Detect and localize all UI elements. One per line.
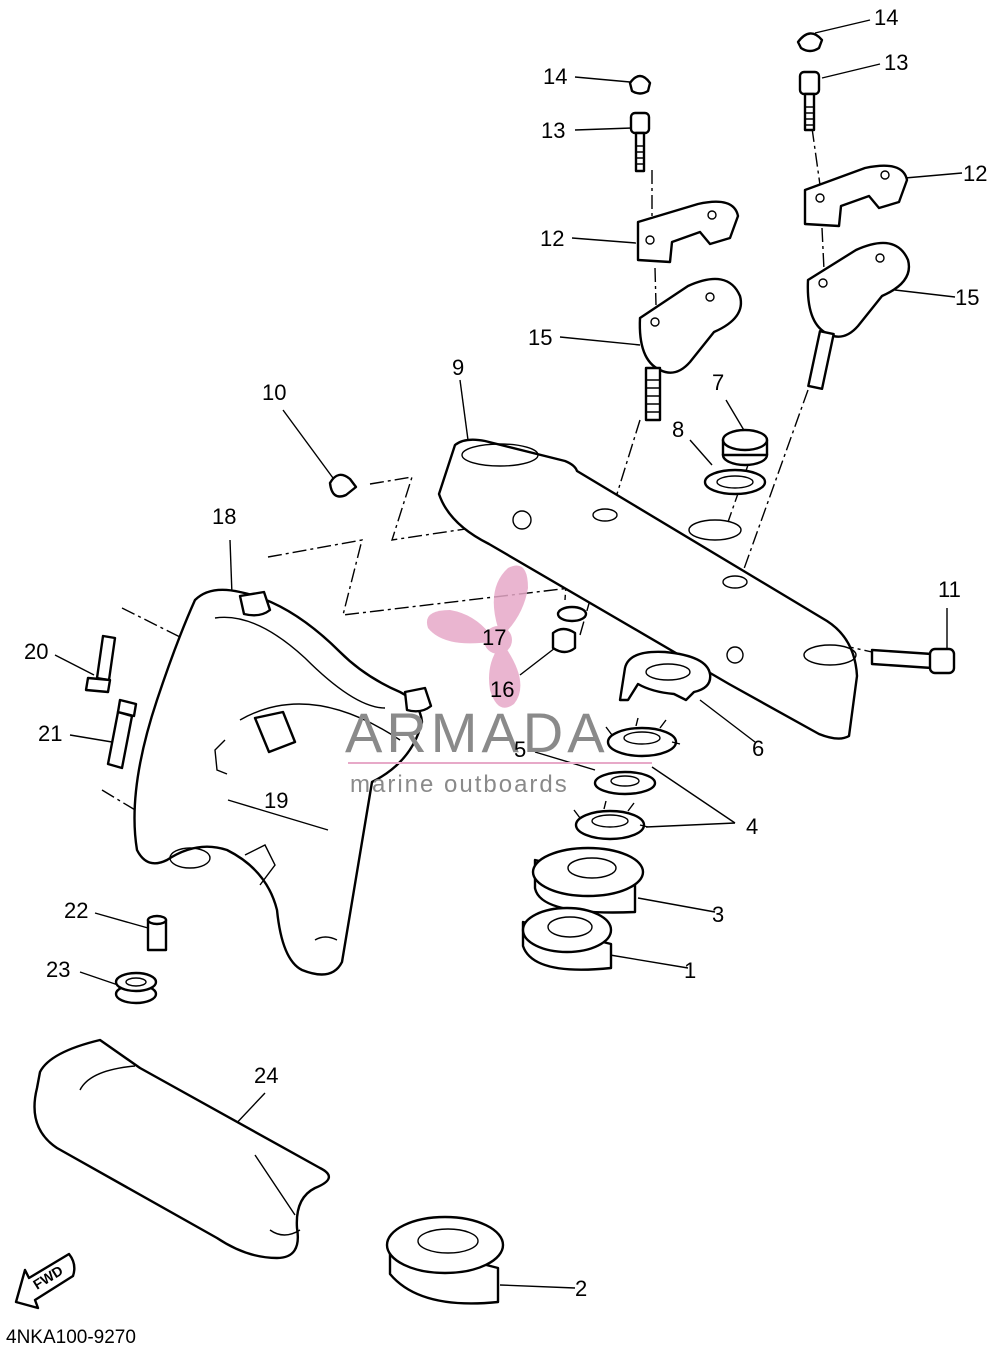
part-label-22: 22 <box>64 898 88 923</box>
part-label-13: 13 <box>541 118 565 143</box>
part-15-holder-right <box>806 241 911 391</box>
part-label-13: 13 <box>884 50 908 75</box>
part-22-collar <box>146 914 168 952</box>
part-12-clamp-left <box>636 200 740 264</box>
part-label-12: 12 <box>963 161 987 186</box>
part-label-15: 15 <box>528 325 552 350</box>
part-5-washer <box>593 770 657 796</box>
part-label-10: 10 <box>262 380 286 405</box>
part-13-bolt-right <box>798 70 821 132</box>
part-label-12: 12 <box>540 226 564 251</box>
leader-lines <box>54 19 963 1289</box>
part-4-ring-nut-lower <box>573 800 649 841</box>
watermark-brand: ARMADA <box>345 701 609 764</box>
part-7-nut <box>721 428 769 467</box>
part-label-7: 7 <box>712 370 724 395</box>
part-label-20: 20 <box>24 639 48 664</box>
part-14-cap-left <box>628 74 652 95</box>
part-17-washer <box>556 605 588 623</box>
part-label-5: 5 <box>514 737 526 762</box>
part-18-lower-bracket <box>133 588 433 976</box>
part-label-8: 8 <box>672 417 684 442</box>
part-label-1: 1 <box>684 958 696 983</box>
part-12-clamp-right <box>803 164 909 228</box>
propeller-blade-top <box>493 565 528 630</box>
propeller-blade-right <box>489 648 521 708</box>
part-label-16: 16 <box>490 677 514 702</box>
part-15-holder-left <box>638 277 743 422</box>
part-24-cover <box>33 1038 330 1260</box>
propeller-icon <box>426 565 528 708</box>
part-8-washer <box>703 468 767 496</box>
part-label-17: 17 <box>482 625 506 650</box>
part-14-cap-right <box>796 32 824 53</box>
drawing-code: 4NKA100-9270 <box>6 1327 136 1348</box>
part-label-21: 21 <box>38 721 62 746</box>
propeller-blade-left <box>426 610 490 644</box>
part-label-23: 23 <box>46 957 70 982</box>
part-label-9: 9 <box>452 355 464 380</box>
part-23-grommet <box>114 971 158 1005</box>
part-4-ring-nut-upper <box>605 717 681 758</box>
watermark: ARMADA marine outboards <box>345 565 652 798</box>
part-label-6: 6 <box>752 736 764 761</box>
part-label-11: 11 <box>938 577 961 602</box>
part-label-14: 14 <box>543 64 567 89</box>
part-label-19: 19 <box>264 788 288 813</box>
propeller-hub <box>484 626 512 654</box>
part-11-bolt <box>870 647 956 675</box>
part-label-24: 24 <box>254 1063 278 1088</box>
watermark-tagline: marine outboards <box>350 771 569 798</box>
part-13-bolt-left <box>629 111 651 173</box>
part-label-15: 15 <box>955 285 979 310</box>
part-10-bolt <box>328 473 358 498</box>
part-label-18: 18 <box>212 504 236 529</box>
part-1-bearing <box>521 906 613 971</box>
part-21-bolt <box>106 698 138 770</box>
part-label-14: 14 <box>874 5 898 30</box>
part-2-bearing <box>385 1215 505 1305</box>
part-label-4: 4 <box>746 814 758 839</box>
part-3-bearing <box>531 846 645 914</box>
part-6-collar <box>618 650 712 702</box>
part-9-upper-bracket <box>437 438 859 740</box>
fwd-arrow-icon: FWD <box>14 1252 76 1310</box>
part-label-3: 3 <box>712 902 724 927</box>
part-label-2: 2 <box>575 1276 587 1301</box>
part-20-bolt <box>84 634 117 694</box>
part-16-nut <box>551 627 577 654</box>
